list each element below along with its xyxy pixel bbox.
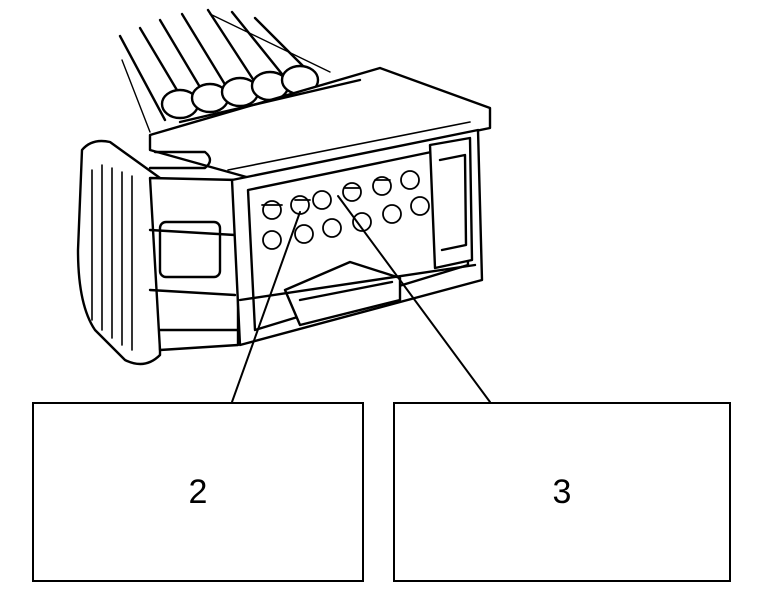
housing-side [148,176,240,352]
wire-bundle [118,8,331,133]
callout-label-2: 2 [188,472,208,511]
lock-flange [76,139,162,366]
terminal-cavities [261,170,430,250]
callout-label-3: 3 [552,472,572,511]
callout-box-3: 3 [393,402,731,582]
callout-box-2: 2 [32,402,364,582]
housing-top [148,66,492,180]
latch-tab [283,260,402,327]
flange-ribs [91,164,133,351]
wire-seal-row [160,64,320,120]
leader-line-3 [337,195,491,403]
leader-line-2 [231,211,301,403]
